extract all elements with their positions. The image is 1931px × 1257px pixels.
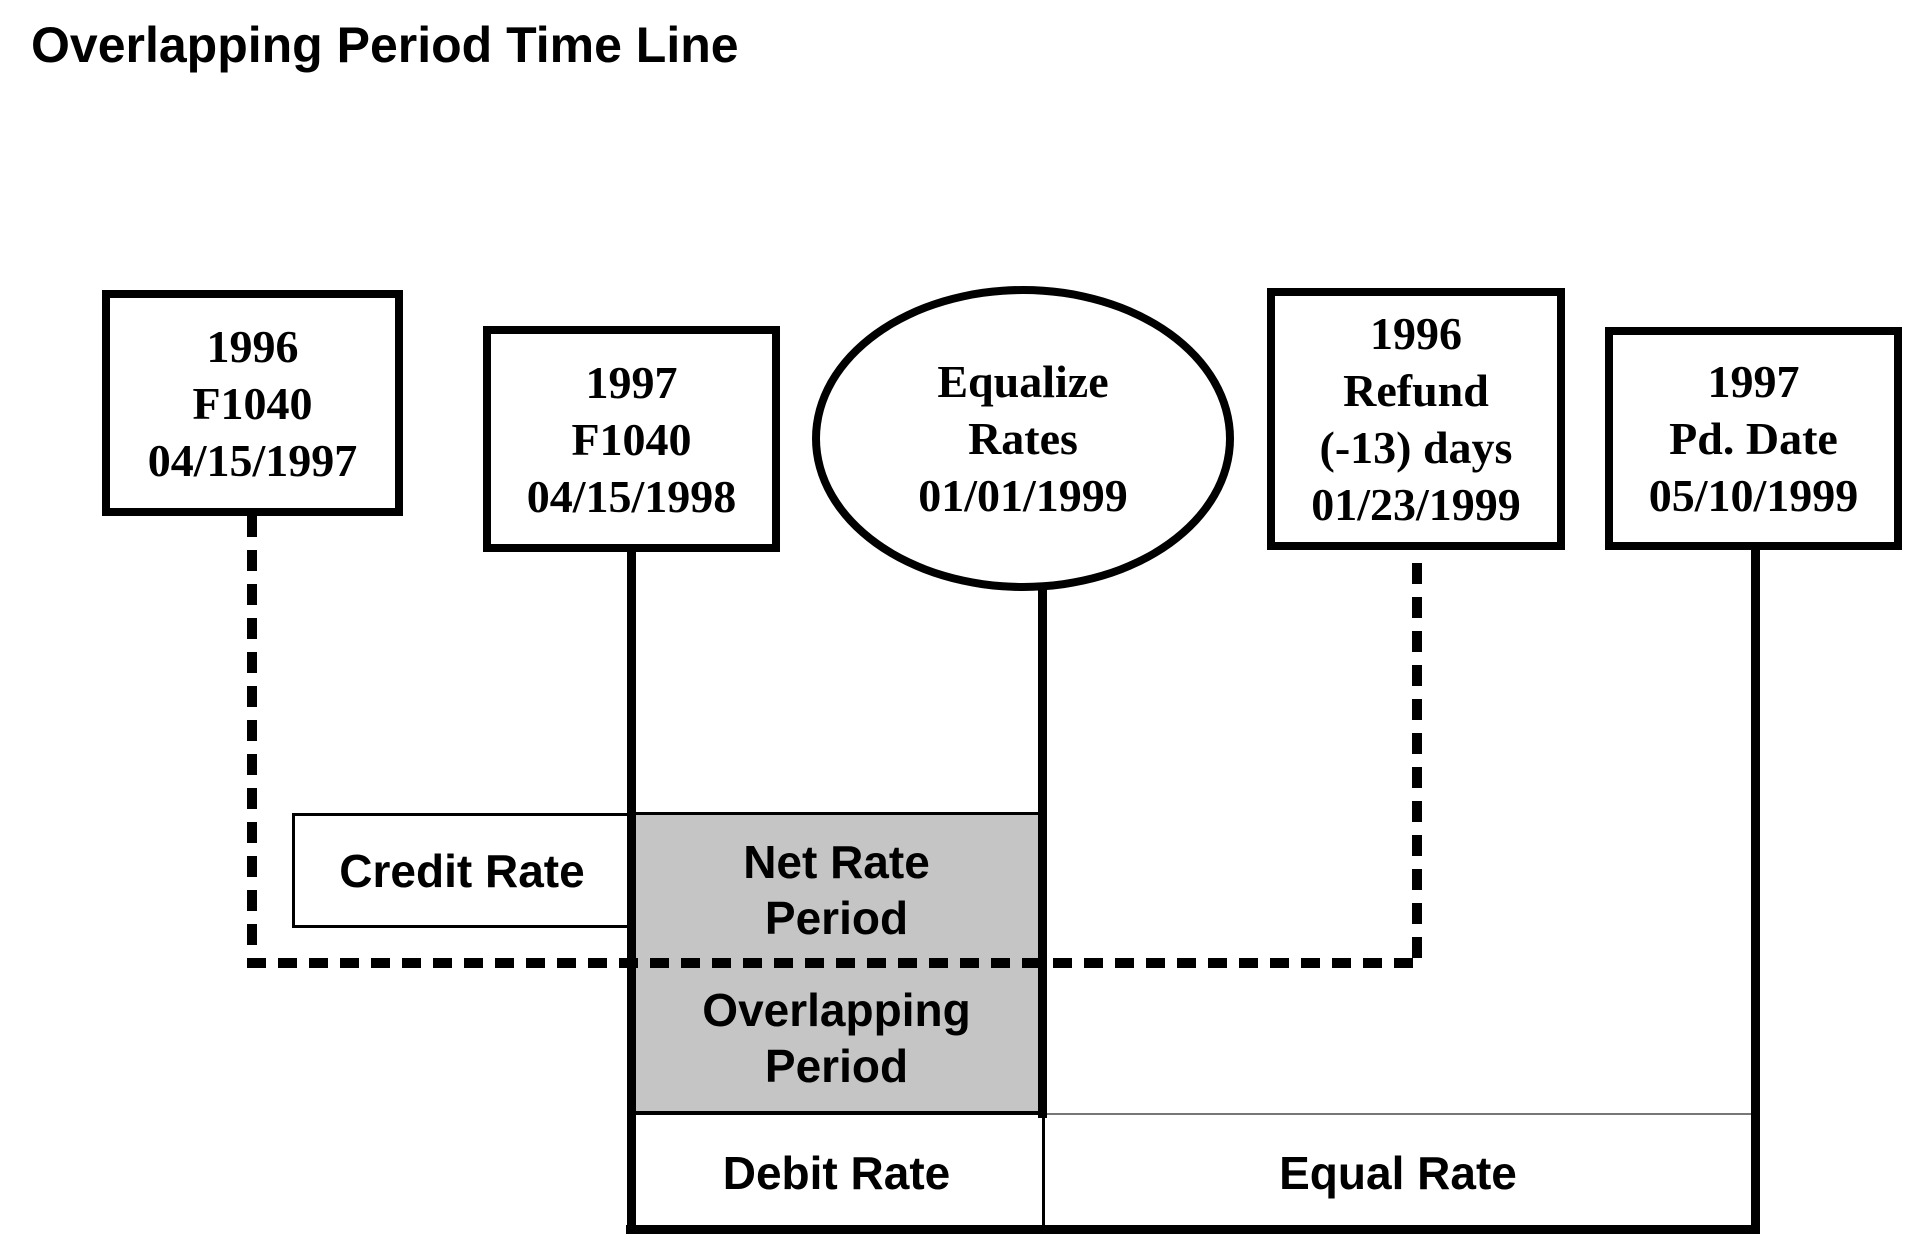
label-equal-rate: Equal Rate — [1279, 1146, 1517, 1199]
node-line: 01/23/1999 — [1311, 479, 1521, 530]
connector-solid-equalize-rates — [1038, 586, 1047, 1118]
node-line: Refund — [1343, 365, 1489, 416]
debit-rate-box: Debit Rate — [630, 1115, 1043, 1230]
overlapping-period-area: Overlapping Period — [630, 965, 1043, 1111]
node-line: 05/10/1999 — [1648, 470, 1859, 521]
node-line: 01/01/1999 — [918, 470, 1128, 521]
node-line: 04/15/1998 — [526, 470, 737, 522]
connector-solid-1997-pd-date — [1751, 548, 1760, 1233]
net-rate-period-area: Net Rate Period — [630, 815, 1043, 965]
node-line: Equalize — [937, 356, 1109, 407]
node-1996-refund: 1996 Refund (-13) days 01/23/1999 — [1267, 288, 1565, 550]
node-1996-f1040: 1996 F1040 04/15/1997 — [102, 290, 403, 516]
connector-dashed-horizontal — [247, 958, 1422, 968]
connector-solid-1997-f1040 — [627, 550, 636, 1233]
label-overlapping-period: Overlapping — [702, 984, 971, 1036]
credit-rate-box: Credit Rate — [292, 813, 632, 928]
label-credit-rate: Credit Rate — [339, 844, 585, 897]
node-line: Pd. Date — [1669, 413, 1838, 464]
node-line: 1996 — [206, 320, 299, 372]
diagram-title: Overlapping Period Time Line — [31, 17, 739, 73]
node-1997-pd-date: 1997 Pd. Date 05/10/1999 — [1605, 327, 1902, 550]
label-net-rate-period: Period — [764, 892, 909, 944]
label-overlapping-period: Period — [764, 1040, 909, 1092]
node-line: Rates — [968, 413, 1078, 464]
node-line: F1040 — [192, 377, 313, 429]
node-1997-f1040: 1997 F1040 04/15/1998 — [483, 326, 780, 552]
connector-dashed-1996-refund — [1412, 550, 1422, 958]
equal-rate-box: Equal Rate — [1045, 1113, 1751, 1230]
label-debit-rate: Debit Rate — [722, 1146, 951, 1199]
node-equalize-rates-ellipse: Equalize Rates 01/01/1999 — [812, 286, 1234, 591]
node-line: 1996 — [1370, 308, 1462, 359]
node-line: F1040 — [571, 413, 692, 465]
divider-debit-equal — [1042, 1115, 1045, 1230]
connector-dashed-1996-f1040 — [247, 516, 257, 968]
node-line: 04/15/1997 — [147, 434, 358, 486]
baseline — [626, 1225, 1760, 1234]
label-net-rate-period: Net Rate — [743, 836, 930, 888]
node-line: (-13) days — [1319, 422, 1513, 473]
node-line: 1997 — [1707, 356, 1800, 407]
node-line: 1997 — [585, 356, 678, 408]
